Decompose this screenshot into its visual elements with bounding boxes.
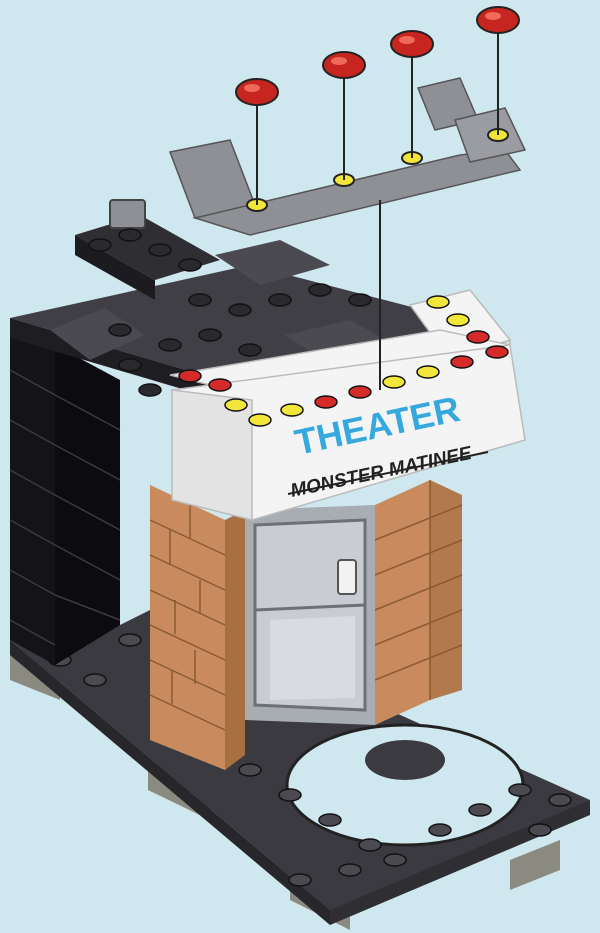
roof-stud <box>139 384 161 396</box>
baseplate-stud <box>359 839 381 851</box>
sign-stud <box>467 331 489 343</box>
sign-stud <box>179 370 201 382</box>
roof-stud <box>89 239 111 251</box>
baseplate-stud <box>239 764 261 776</box>
roof-stud <box>199 329 221 341</box>
roof-stud <box>229 304 251 316</box>
baseplate-stud <box>119 634 141 646</box>
sign-stud <box>383 376 405 388</box>
sign-stud <box>417 366 439 378</box>
roof-stud <box>349 294 371 306</box>
baseplate-stud <box>549 794 571 806</box>
roof-stud <box>189 294 211 306</box>
sign-stud <box>486 346 508 358</box>
roof-stud <box>309 284 331 296</box>
sign-stud <box>225 399 247 411</box>
sign-stud <box>349 386 371 398</box>
door-handle-icon <box>338 560 356 594</box>
baseplate-stud <box>289 874 311 886</box>
baseplate-stud <box>509 784 531 796</box>
roof-stud <box>159 339 181 351</box>
tan-brick-column-right <box>375 480 462 725</box>
baseplate-stud <box>384 854 406 866</box>
sign-stud <box>427 296 449 308</box>
sign-stud <box>451 356 473 368</box>
roof-stud <box>179 259 201 271</box>
baseplate-stud <box>429 824 451 836</box>
sign-stud <box>209 379 231 391</box>
sign-stud <box>315 396 337 408</box>
roof-stud <box>119 229 141 241</box>
roof-stud <box>269 294 291 306</box>
baseplate-stud <box>319 814 341 826</box>
sign-stud <box>447 314 469 326</box>
roof-stud <box>119 359 141 371</box>
baseplate-stud <box>469 804 491 816</box>
tan-brick-column-left <box>150 485 245 770</box>
baseplate-stud <box>529 824 551 836</box>
roof-stud <box>109 324 131 336</box>
roof-stud <box>239 344 261 356</box>
baseplate-stud <box>339 864 361 876</box>
baseplate-stud <box>279 789 301 801</box>
sign-stud <box>281 404 303 416</box>
sign-stud <box>249 414 271 426</box>
baseplate-stud <box>84 674 106 686</box>
door <box>245 505 375 725</box>
roof-stud <box>149 244 171 256</box>
